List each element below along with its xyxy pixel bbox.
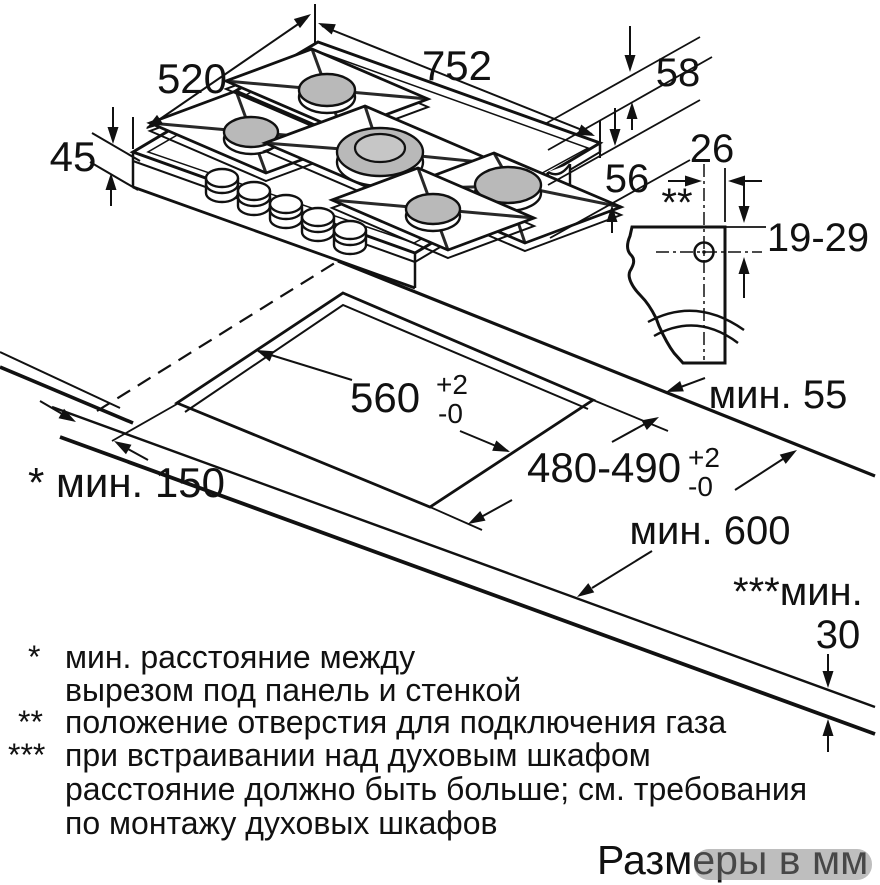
cutout-depth-tol-minus: -0: [688, 471, 713, 502]
label-min-55: мин. 55: [709, 373, 848, 417]
label-min-600: мин. 600: [630, 509, 791, 553]
footnote-marker: *: [28, 639, 40, 675]
cutout-width-tol-plus: +2: [436, 369, 468, 400]
dimension-lines: [39, 4, 834, 752]
dimension-labels: 520 752 45 58 56 26 ** 19-29 мин. 55 * м…: [28, 42, 869, 657]
gas-hob-isometric: [129, 40, 625, 290]
control-knobs: [204, 167, 368, 256]
knob: [236, 180, 272, 217]
label-752: 752: [422, 42, 492, 89]
footnote-marker: **: [18, 704, 43, 740]
footnote-marker: ***: [8, 737, 45, 773]
label-45: 45: [50, 133, 97, 180]
knob: [300, 206, 336, 243]
knob: [204, 167, 240, 204]
break-line: [653, 324, 739, 344]
counter-back-right-edge: [337, 259, 876, 478]
burner-front: [328, 166, 538, 260]
footnote-line: мин. расстояние между: [65, 639, 415, 675]
wall-edge-thick: [0, 365, 134, 425]
label-gas-marker: **: [661, 181, 692, 225]
cutout-left-extension: [111, 403, 178, 442]
footnote-line: по монтажу духовых шкафов: [65, 805, 498, 841]
wall-edge-thin: [0, 351, 121, 409]
label-26: 26: [690, 127, 735, 171]
cutout-width-tol-minus: -0: [438, 398, 463, 429]
label-min-30-stars: ***мин.: [733, 570, 863, 614]
label-19-29: 19-29: [767, 216, 869, 260]
knob: [268, 193, 304, 230]
counter-front-edge-top: [51, 405, 876, 709]
knob: [332, 219, 368, 256]
break-line: [647, 309, 745, 331]
label-56: 56: [605, 157, 650, 201]
burners: [146, 47, 625, 260]
label-cutout-width: 560 +2 -0: [350, 369, 468, 429]
label-58: 58: [656, 51, 701, 95]
cutout-bottom-extension: [429, 506, 483, 531]
footnote-line: при встраивании над духовым шкафом: [65, 737, 651, 773]
label-min-30-value: 30: [816, 613, 861, 657]
label-520: 520: [157, 55, 227, 102]
label-cutout-depth: 480-490 +2 -0: [527, 442, 720, 502]
cutout-width-value: 560: [350, 374, 420, 421]
footnote-line: положение отверстия для подключения газа: [65, 704, 726, 740]
cutout-depth-tol-plus: +2: [688, 442, 720, 473]
counter-front-edge-bottom: [59, 435, 876, 736]
label-min-150: * мин. 150: [28, 459, 225, 506]
cutout-depth-value: 480-490: [527, 444, 681, 491]
watermark-smudge: [694, 849, 872, 880]
cutout-right-extension: [592, 399, 669, 432]
footnote-line: вырезом под панель и стенкой: [65, 672, 521, 708]
gas-hole-profile-detail: [626, 164, 766, 365]
hidden-back-edge: [96, 260, 339, 412]
footnote-line: расстояние должно быть больше; см. требо…: [65, 771, 807, 807]
countertop-view: [0, 259, 876, 736]
footnotes: * мин. расстояние между вырезом под пане…: [8, 639, 807, 841]
